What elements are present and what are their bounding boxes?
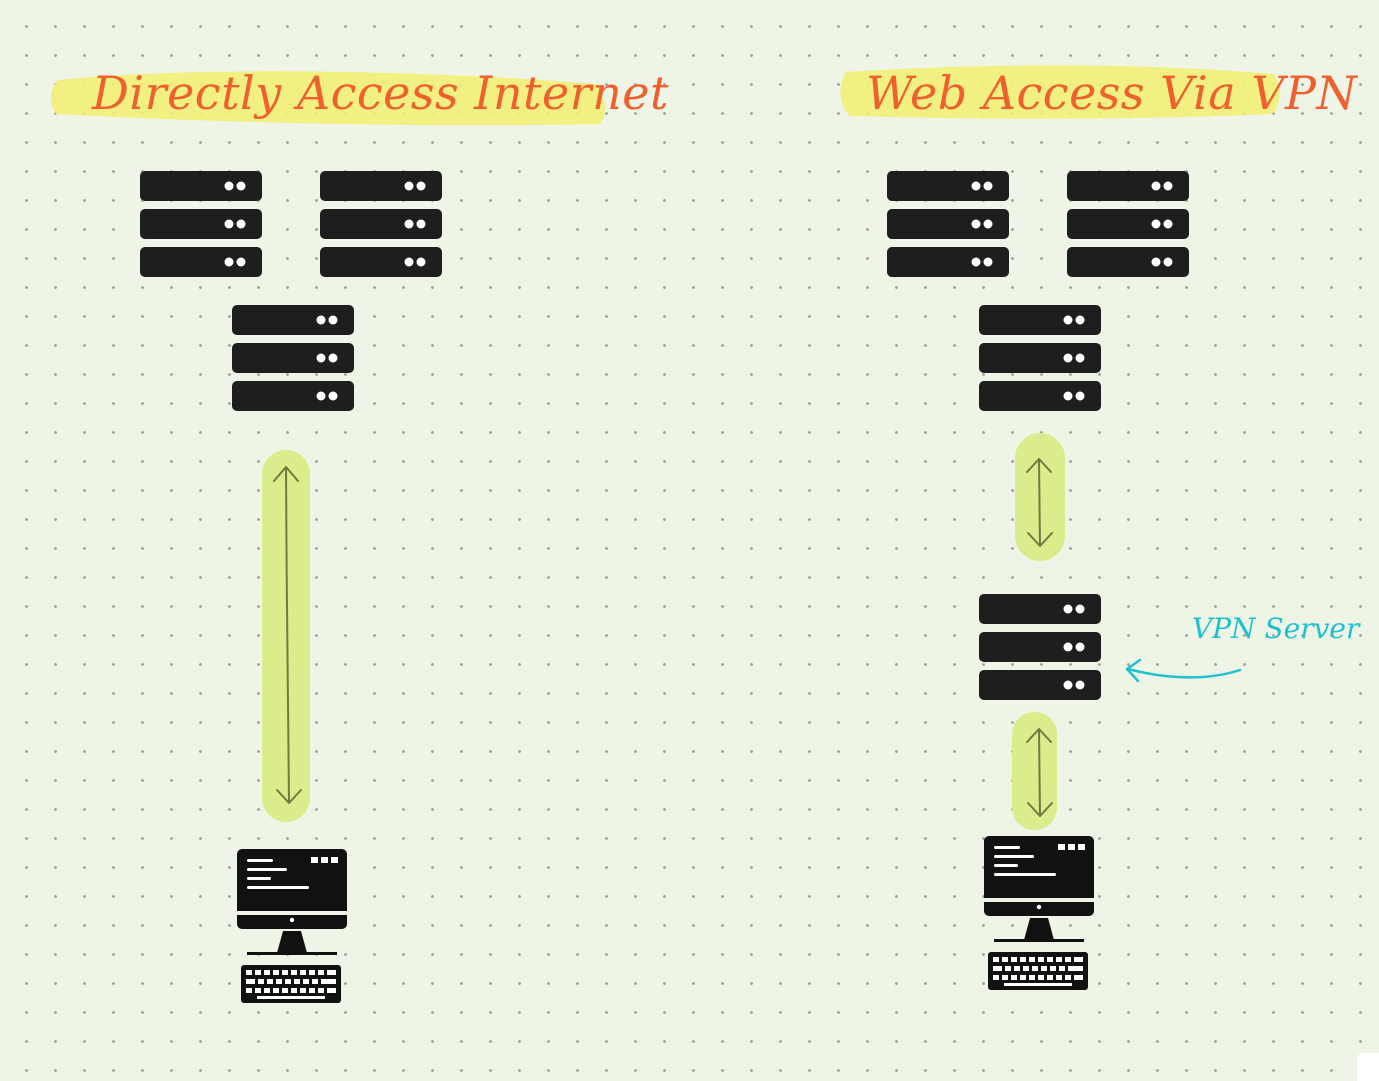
title-highlight-left (50, 71, 605, 126)
diagram-title-direct: Directly Access Internet (92, 66, 670, 120)
server-rack-icon (232, 305, 354, 411)
annotation-arrow (1125, 658, 1242, 683)
diagram-title-vpn: Web Access Via VPN (866, 66, 1358, 120)
corner-panel-tab (1357, 1053, 1379, 1081)
arrow-highlight (1012, 712, 1057, 830)
desktop-computer-icon (237, 849, 347, 1003)
vpn-server-label: VPN Server (1192, 612, 1360, 645)
server-rack-icon (887, 171, 1009, 277)
server-rack-icon (320, 171, 442, 277)
server-rack-icon (1067, 171, 1189, 277)
title-highlight-right (840, 65, 1280, 119)
server-rack-icon (140, 171, 262, 277)
bidirectional-arrow-icon (1026, 728, 1053, 817)
vpn-server-rack-icon (979, 594, 1101, 700)
bidirectional-arrow-icon (273, 466, 302, 804)
server-rack-icon (979, 305, 1101, 411)
arrow-highlight (262, 450, 310, 822)
desktop-computer-icon (984, 836, 1094, 990)
bidirectional-arrow-icon (1026, 458, 1053, 547)
